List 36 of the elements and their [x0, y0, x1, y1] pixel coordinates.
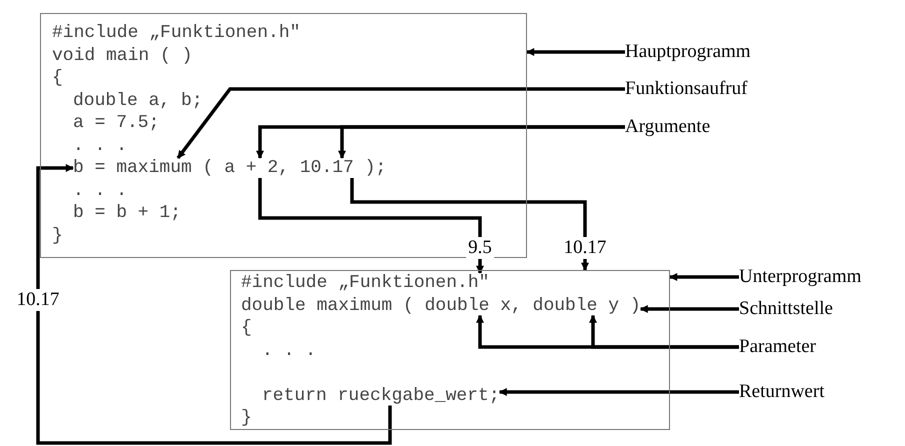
leader-arrow [176, 87, 625, 160]
leader-arrow [338, 125, 625, 159]
annotation-label: Argumente [625, 116, 710, 138]
annotation-label: Unterprogramm [739, 266, 862, 288]
annotation-label: Hauptprogramm [625, 41, 751, 63]
annotation-label: Returnwert [739, 381, 824, 403]
leader-arrow [640, 305, 739, 313]
leader-arrow [669, 273, 739, 281]
code-line: . . . [262, 340, 316, 360]
code-line: . . . [73, 136, 128, 156]
annotation-label: Funktionsaufruf [625, 78, 748, 100]
code-panel [230, 270, 670, 430]
data-flow-arrow [258, 178, 484, 274]
code-line: } [52, 226, 63, 246]
code-line: double maximum ( double x, double y ) [241, 296, 641, 316]
code-panel [40, 13, 527, 258]
code-line: { [52, 68, 63, 88]
code-line: { [241, 318, 252, 338]
annotation-label: Parameter [739, 336, 816, 358]
leader-arrow [498, 388, 739, 396]
code-line: a = 7.5; [73, 113, 160, 133]
edge-label: 9.5 [466, 237, 494, 259]
leader-arrow [589, 314, 739, 349]
leader-arrow [526, 48, 625, 56]
data-flow-arrow [350, 178, 589, 271]
code-line: return rueckgabe_wert; [262, 386, 500, 406]
code-line: double a, b; [73, 90, 203, 110]
code-line: . . . [73, 180, 128, 200]
code-line: void main ( ) [52, 46, 192, 66]
code-line: } [241, 408, 252, 428]
code-line: b = b + 1; [73, 203, 182, 223]
data-flow-arrow [36, 164, 392, 445]
code-line: #include „Funktionen.h" [52, 23, 300, 43]
code-line: #include „Funktionen.h" [241, 273, 490, 293]
annotation-label: Schnittstelle [739, 298, 833, 320]
code-line: b = maximum ( a + 2, 10.17 ); [73, 158, 386, 178]
